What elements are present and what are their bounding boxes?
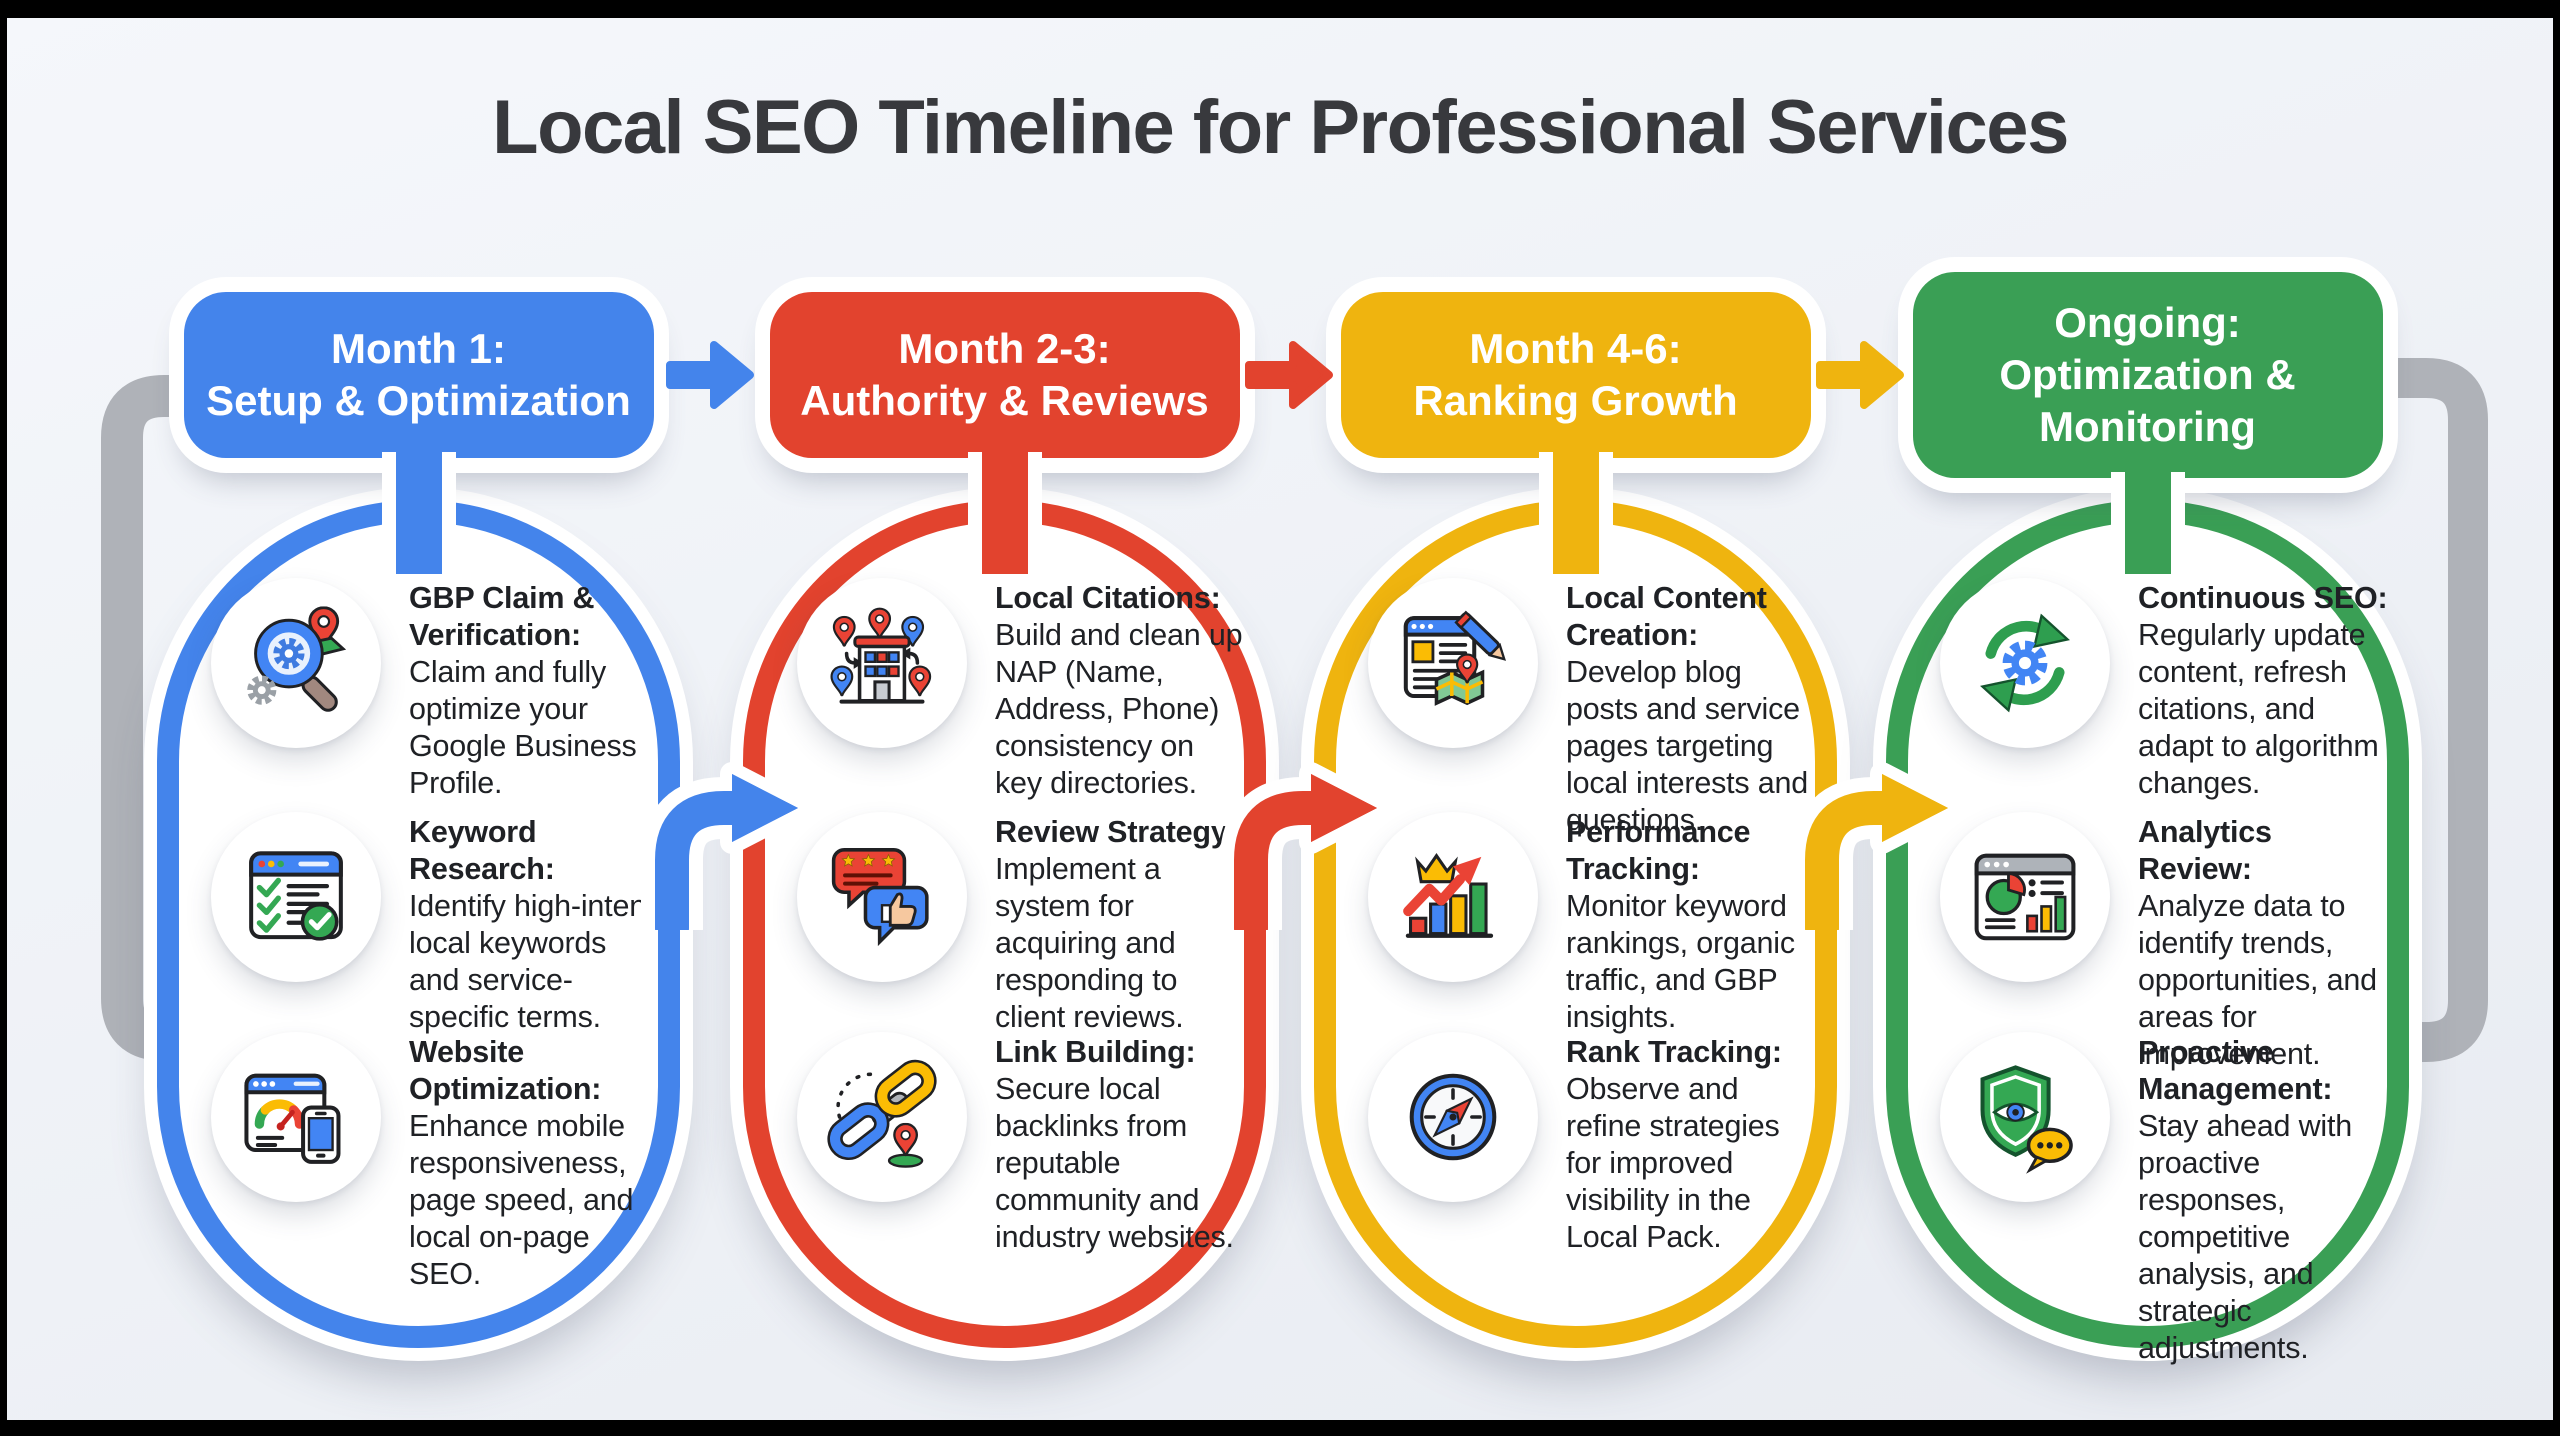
timeline-item: GBP Claim & Verification: Claim and full…: [211, 578, 681, 800]
header-line: Optimization &: [1999, 351, 2296, 398]
item-body: Stay ahead with proactive responses, com…: [2138, 1109, 2353, 1365]
keyword-checklist-icon: [211, 812, 381, 982]
timeline-item: Review Strategy: Implement a system for …: [797, 812, 1267, 1034]
header-line: Setup & Optimization: [206, 377, 631, 424]
timeline-item: Performance Tracking: Monitor keyword ra…: [1368, 812, 1838, 1034]
content-map-icon: [1368, 578, 1538, 748]
item-heading: Review Strategy:: [995, 815, 1238, 849]
analytics-dashboard-icon: [1940, 812, 2110, 982]
header-line: Ranking Growth: [1413, 377, 1738, 424]
item-heading: Rank Tracking:: [1566, 1035, 1782, 1069]
gbp-search-icon: [211, 578, 381, 748]
timeline-item: Local Content Creation: Develop blog pos…: [1368, 578, 1838, 837]
arrow-header-3-to-4-icon: [1816, 335, 1906, 415]
arrow-header-1-to-2-icon: [666, 335, 756, 415]
citations-building-icon: [797, 578, 967, 748]
timeline-item: Keyword Research: Identify high-intent l…: [211, 812, 681, 1034]
item-heading: Continuous SEO:: [2138, 581, 2388, 615]
item-body: Secure local backlinks from reputable co…: [995, 1072, 1234, 1254]
item-heading: Proactive Management:: [2138, 1035, 2333, 1106]
header-tail: [2110, 472, 2185, 574]
header-month-4-6: Month 4-6: Ranking Growth: [1340, 292, 1811, 458]
compass-icon: [1368, 1032, 1538, 1202]
item-body: Develop blog posts and service pages tar…: [1566, 655, 1809, 837]
column-month-1: Month 1: Setup & Optimization GBP Claim …: [157, 0, 680, 1436]
refresh-gear-icon: [1940, 578, 2110, 748]
timeline-item: Analytics Review: Analyze data to identi…: [1940, 812, 2410, 1071]
item-body: Enhance mobile responsiveness, page spee…: [409, 1109, 634, 1291]
page-title: Local SEO Timeline for Professional Serv…: [492, 85, 2069, 170]
item-heading: Local Citations:: [995, 581, 1221, 615]
header-tail: [1538, 452, 1613, 574]
item-heading: Website Optimization:: [409, 1035, 602, 1106]
frame-left: [0, 0, 7, 1436]
frame-right: [2553, 0, 2560, 1436]
header-line: Month 4-6:: [1469, 325, 1682, 372]
shield-eye-icon: [1940, 1032, 2110, 1202]
header-month-1: Month 1: Setup & Optimization: [183, 292, 654, 458]
item-body: Observe and refine strategies for improv…: [1566, 1072, 1780, 1254]
item-body: Identify high-intent local keywords and …: [409, 889, 655, 1034]
header-tail: [381, 452, 456, 574]
frame-top: [0, 0, 2560, 18]
header-line: Authority & Reviews: [800, 377, 1209, 424]
header-line: Ongoing:: [2054, 299, 2241, 346]
link-chain-icon: [797, 1032, 967, 1202]
column-month-4-6: Month 4-6: Ranking Growth: [1314, 0, 1837, 1436]
arrow-header-2-to-3-icon: [1245, 335, 1335, 415]
item-body: Analyze data to identify trends, opportu…: [2138, 889, 2377, 1071]
timeline-item: Rank Tracking: Observe and refine strate…: [1368, 1032, 1838, 1254]
growth-chart-icon: [1368, 812, 1538, 982]
header-tail: [967, 452, 1042, 574]
column-ongoing: Ongoing: Optimization & Monitoring Conti…: [1886, 0, 2409, 1436]
frame-bottom: [0, 1420, 2560, 1436]
item-heading: Local Content Creation:: [1566, 581, 1767, 652]
arrow-mid-3-to-4-icon: [1766, 730, 1956, 930]
header-ongoing: Ongoing: Optimization & Monitoring: [1912, 272, 2383, 478]
timeline-item: Website Optimization: Enhance mobile res…: [211, 1032, 681, 1291]
reviews-bubbles-icon: [797, 812, 967, 982]
timeline-item: Continuous SEO: Regularly update content…: [1940, 578, 2410, 800]
item-body: Implement a system for acquiring and res…: [995, 852, 1184, 1034]
item-body: Regularly update content, refresh citati…: [2138, 618, 2379, 800]
site-speed-icon: [211, 1032, 381, 1202]
item-heading: Performance Tracking:: [1566, 815, 1751, 886]
timeline-item: Local Citations: Build and clean up NAP …: [797, 578, 1267, 800]
header-line: Month 2-3:: [898, 325, 1111, 372]
timeline-item: Proactive Management: Stay ahead with pr…: [1940, 1032, 2410, 1365]
item-heading: Analytics Review:: [2138, 815, 2272, 886]
timeline-item: Link Building: Secure local backlinks fr…: [797, 1032, 1267, 1254]
item-body: Claim and fully optimize your Google Bus…: [409, 655, 637, 800]
header-line: Monitoring: [2039, 403, 2256, 450]
item-heading: GBP Claim & Verification:: [409, 581, 595, 652]
item-body: Build and clean up NAP (Name, Address, P…: [995, 618, 1243, 800]
item-heading: Link Building:: [995, 1035, 1196, 1069]
header-month-2-3: Month 2-3: Authority & Reviews: [769, 292, 1240, 458]
arrow-mid-2-to-3-icon: [1195, 730, 1385, 930]
column-month-2-3: Month 2-3: Authority & Reviews: [743, 0, 1266, 1436]
arrow-mid-1-to-2-icon: [616, 730, 806, 930]
item-body: Monitor keyword rankings, organic traffi…: [1566, 889, 1795, 1034]
header-line: Month 1:: [331, 325, 506, 372]
item-heading: Keyword Research:: [409, 815, 555, 886]
